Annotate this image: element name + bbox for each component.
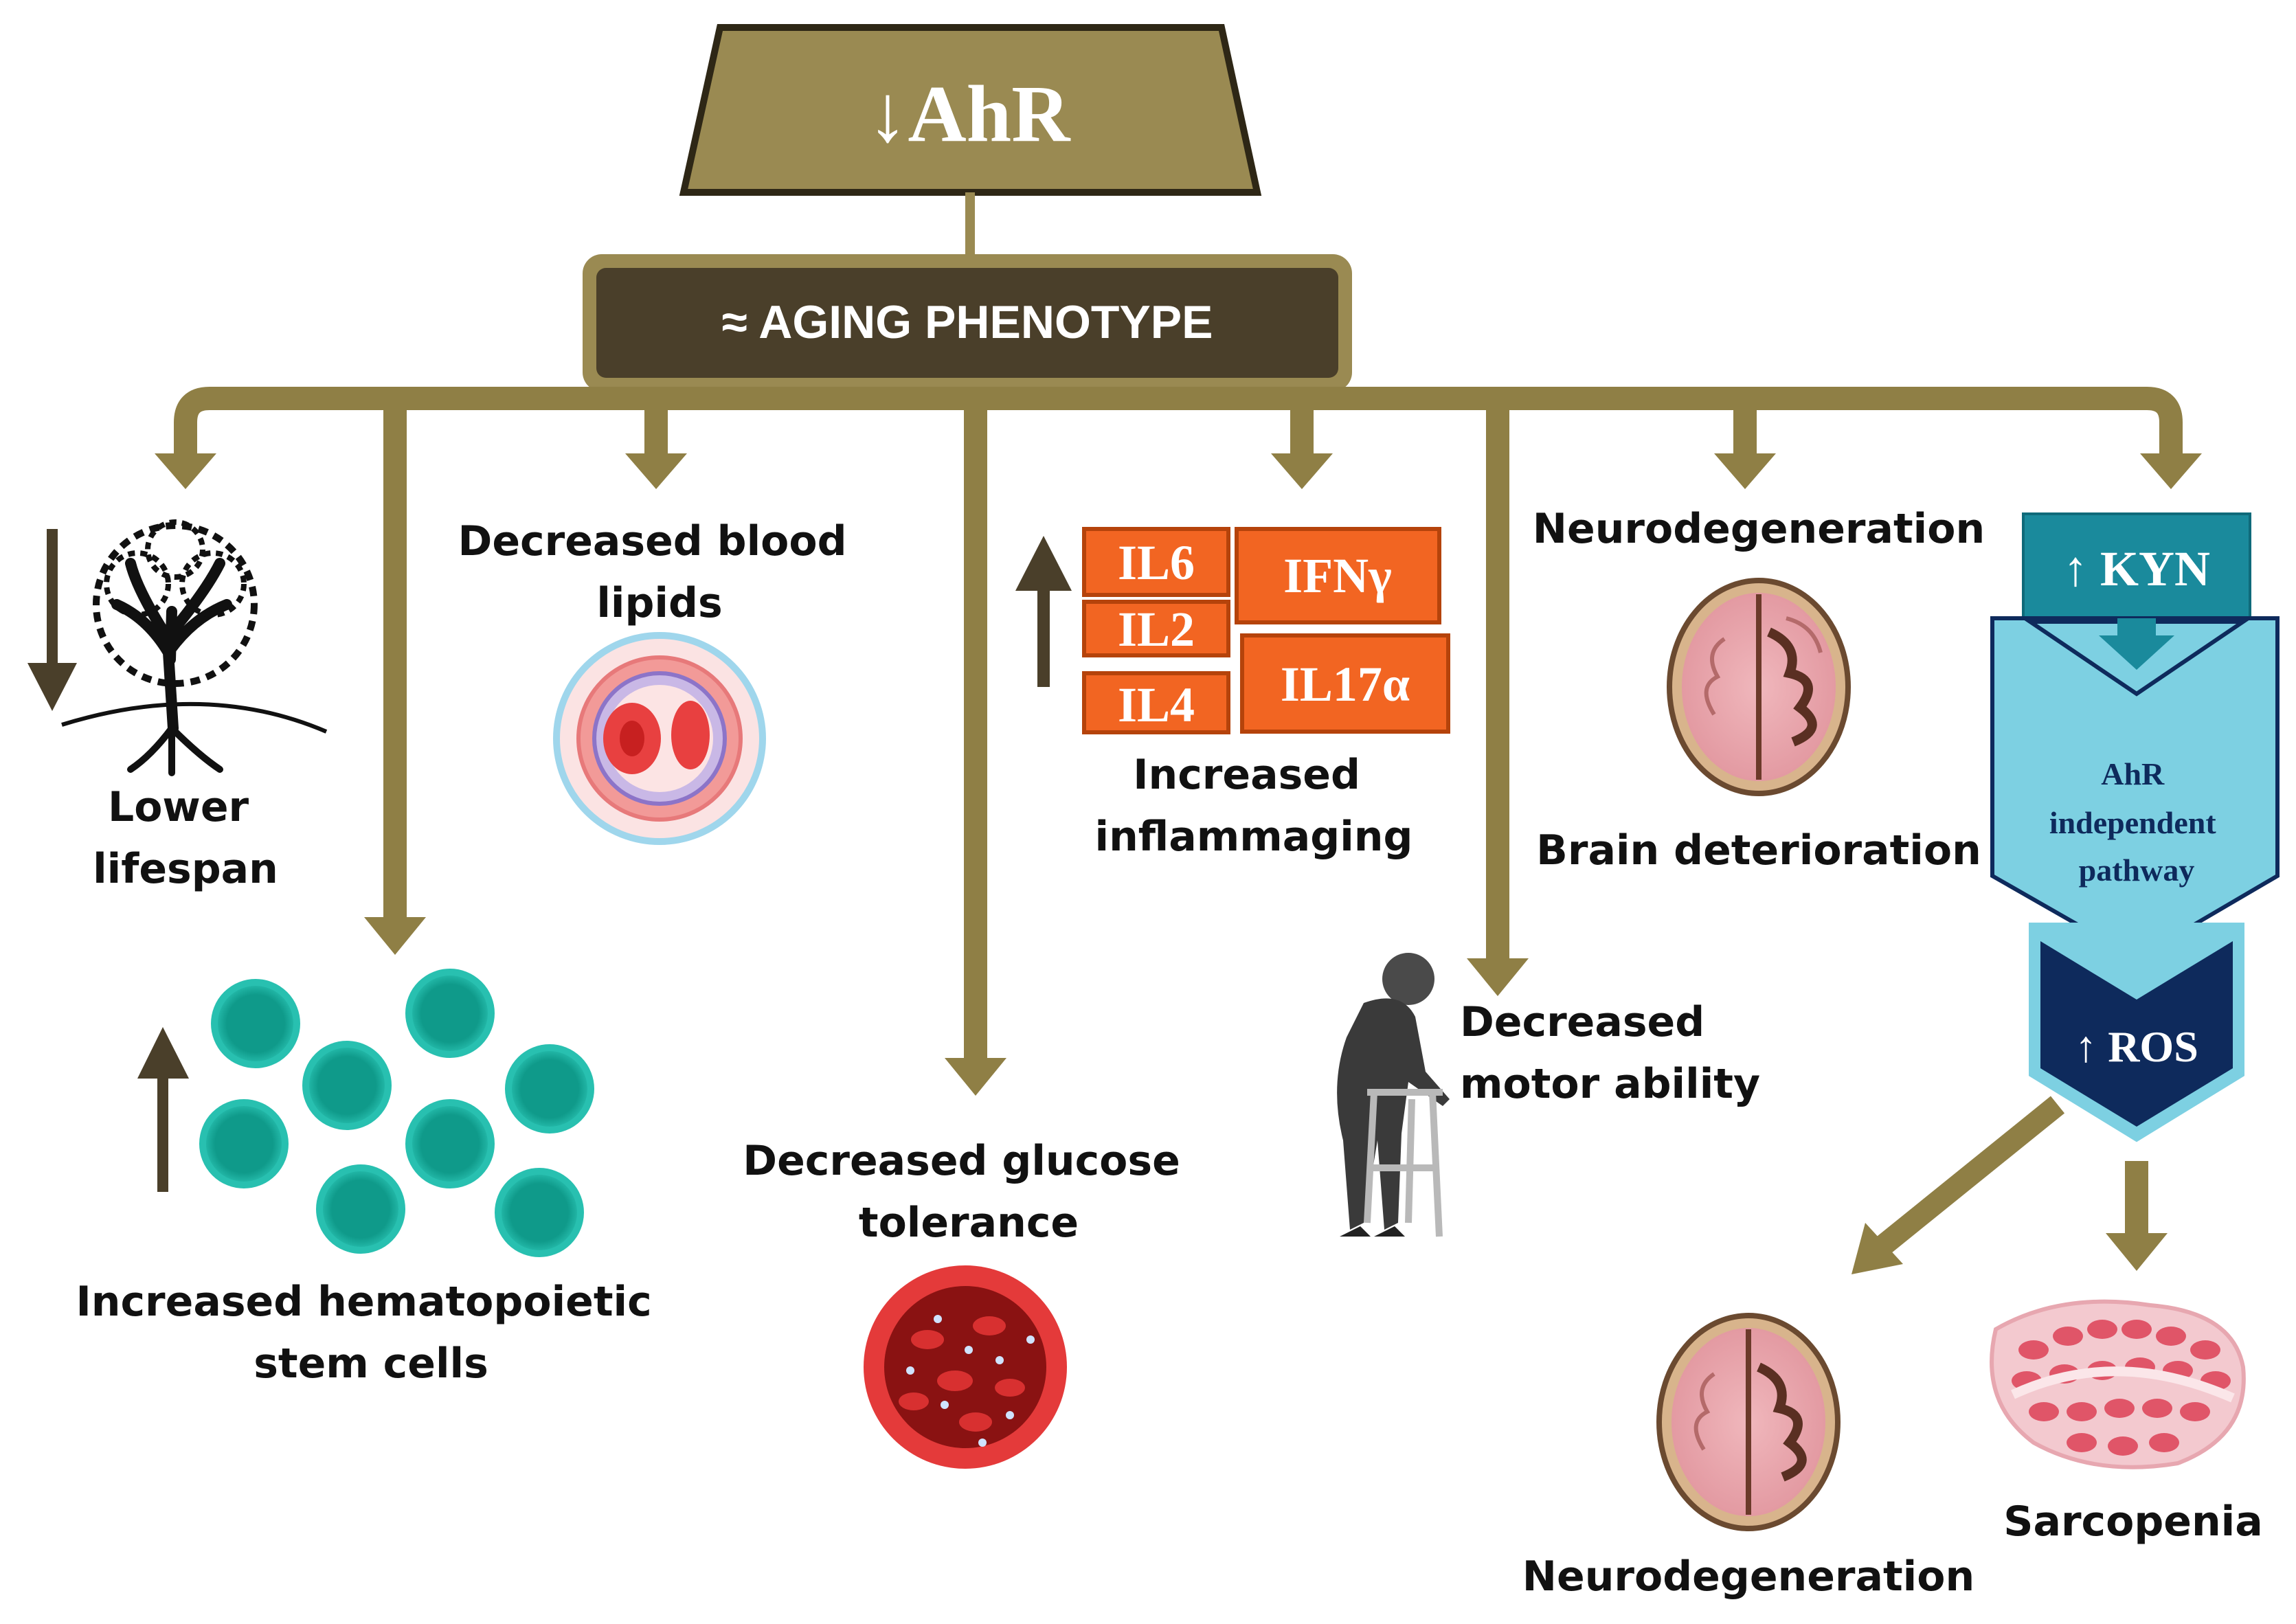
svg-text:Increased inflammaging: Increased inflammaging [1095, 751, 1413, 861]
glucose-vessel-icon [864, 1265, 1067, 1469]
muscle-tissue-icon [1990, 1299, 2246, 1469]
glucose-line-2: tolerance [859, 1199, 1079, 1247]
il2-box [1082, 600, 1230, 657]
ifng-box [1235, 527, 1441, 624]
blood-vessel-icon [553, 632, 766, 845]
cytokine-boxes [1082, 527, 1450, 734]
lifespan-line-2: lifespan [93, 845, 278, 893]
kyn-down-arrow-icon [2099, 618, 2174, 670]
neurodegeneration-top: Neurodegeneration Brain deterioration [1533, 505, 1985, 875]
motor-line-2: motor ability [1460, 1060, 1760, 1108]
up-arrow-icon [137, 1027, 189, 1192]
hsc-line-1: Increased hematopoietic [76, 1278, 651, 1326]
neuro-top-label: Neurodegeneration [1533, 505, 1985, 553]
lipids-line-2: lipids [596, 579, 722, 627]
arrow-inflammaging [1271, 453, 1333, 489]
svg-text:Decreased glucose tolera: Decreased glucose tolerance [743, 1137, 1194, 1247]
brain-icon [1667, 578, 1851, 796]
ahr-independent-line-2: independent [2049, 805, 2217, 840]
neurodegeneration-bottom: Neurodegeneration [1522, 1313, 1974, 1601]
neuro-bottom-label: Neurodegeneration [1522, 1553, 1974, 1601]
header-connector [965, 192, 975, 254]
ifng-label: IFNγ [1283, 548, 1392, 603]
il4-box [1082, 671, 1230, 734]
arrow-lifespan [155, 453, 216, 489]
arrow-lipids [625, 453, 687, 489]
arrow-glucose [945, 1058, 1006, 1096]
il6-box [1082, 527, 1230, 597]
aging-phenotype-label: ≈ AGING PHENOTYPE [722, 296, 1213, 348]
kyn-label: ↑ KYN [2063, 541, 2210, 596]
decreased-motor-ability: Decreased motor ability [1337, 953, 1760, 1237]
down-arrow-icon [27, 529, 77, 711]
lifespan-line-1: Lower [108, 783, 249, 831]
tree-icon [61, 519, 328, 776]
decreased-glucose-tolerance: Decreased glucose tolerance [743, 1137, 1194, 1469]
svg-text:Lower lifespan: Lower lifespan [93, 783, 278, 893]
il4-label: IL4 [1118, 677, 1195, 732]
il2-label: IL2 [1118, 602, 1195, 657]
lower-lifespan: Lower lifespan [27, 519, 328, 893]
hsc-line-2: stem cells [254, 1340, 488, 1388]
kyn-pathway: ↑ KYN AhR independent pathway ↑ ROS [1990, 512, 2280, 1142]
il6-label: IL6 [1118, 535, 1195, 590]
motor-line-1: Decreased [1460, 998, 1704, 1046]
arrow-motor [1467, 958, 1529, 996]
inflammaging-line-1: Increased [1133, 751, 1360, 799]
svg-text:AhR independent pa: AhR independent pathway [2049, 756, 2224, 888]
ahr-header: ↓AhR [679, 24, 1262, 196]
aging-phenotype-box: ≈ AGING PHENOTYPE [583, 254, 1352, 392]
ahr-title: ↓AhR [867, 69, 1071, 159]
lipids-line-1: Decreased blood [458, 517, 847, 565]
il17a-label: IL17α [1281, 657, 1410, 712]
ros-chevron [2040, 941, 2233, 1127]
sarcopenia-label: Sarcopenia [2003, 1498, 2263, 1546]
ahr-independent-chevron [1990, 616, 2280, 961]
sarcopenia: Sarcopenia [1990, 1299, 2263, 1546]
il17a-box [1240, 633, 1450, 734]
arrow-kyn [2140, 453, 2202, 489]
hematopoietic-stem-cells: Increased hematopoietic stem cells [76, 969, 666, 1388]
decreased-blood-lipids: Decreased blood lipids [458, 517, 862, 845]
branch-arrowheads [155, 453, 2202, 1096]
inflammaging-line-2: inflammaging [1095, 813, 1413, 861]
svg-text:Decreased blood lipids: Decreased blood lipids [458, 517, 862, 627]
ros-label: ↑ ROS [2075, 1022, 2198, 1071]
stem-cells-icon [199, 969, 594, 1257]
increased-inflammaging: IL6 IL2 IL4 IFNγ IL17α Increased inflamm… [1015, 527, 1450, 861]
brain-icon [1656, 1313, 1841, 1531]
elderly-walker-icon [1337, 953, 1450, 1237]
glucose-line-1: Decreased glucose [743, 1137, 1180, 1185]
branch-lines [174, 387, 2183, 1061]
ahr-independent-line-3: pathway [2079, 853, 2195, 888]
outcome-arrows [1852, 1096, 2168, 1274]
brain-deterioration-label: Brain deterioration [1536, 826, 1981, 875]
ahr-independent-line-1: AhR [2101, 756, 2165, 791]
arrow-neuro [1714, 453, 1776, 489]
arrow-hsc [364, 917, 426, 955]
svg-text:Decreased motor ability: Decreased motor ability [1460, 998, 1760, 1108]
up-arrow-icon [1015, 536, 1072, 687]
svg-text:Increased hematopoietic: Increased hematopoietic stem cells [76, 1278, 666, 1388]
